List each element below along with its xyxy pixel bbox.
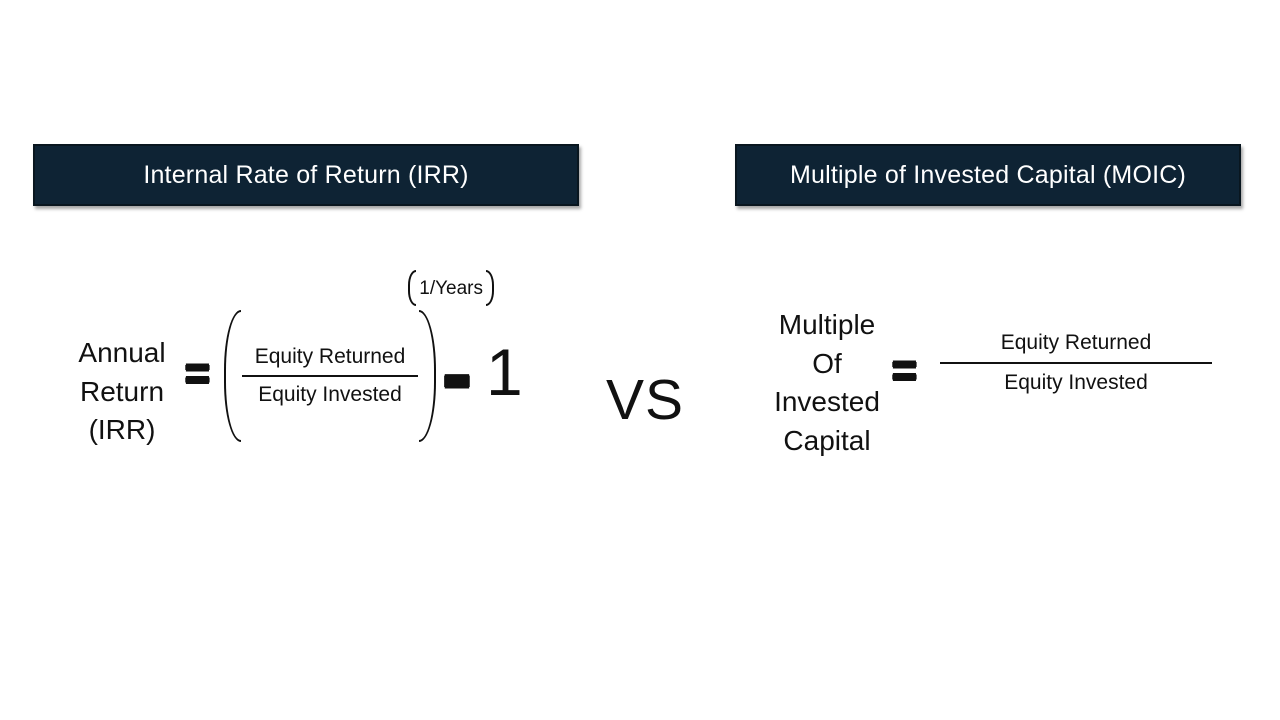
irr-equals-sign: = bbox=[184, 347, 211, 399]
irr-label-line-3: (IRR) bbox=[88, 414, 156, 445]
moic-equation-label: Multiple Of Invested Capital bbox=[766, 306, 888, 460]
irr-fraction: Equity Returned Equity Invested bbox=[241, 310, 419, 442]
moic-label-line-1: Multiple bbox=[778, 309, 876, 340]
irr-exponent: 1/Years bbox=[408, 270, 494, 306]
irr-equation-label: Annual Return (IRR) bbox=[62, 334, 182, 450]
irr-header-title: Internal Rate of Return (IRR) bbox=[143, 160, 469, 189]
close-paren-icon bbox=[419, 310, 436, 442]
irr-minus-one: 1 bbox=[486, 335, 523, 409]
irr-numerator: Equity Returned bbox=[254, 345, 406, 368]
moic-label-line-3: Invested bbox=[774, 386, 880, 417]
moic-fraction-bar bbox=[940, 362, 1212, 364]
moic-label-line-2: Of bbox=[812, 347, 842, 379]
moic-numerator: Equity Returned bbox=[1000, 331, 1152, 354]
moic-fraction: Equity Returned Equity Invested bbox=[940, 331, 1212, 395]
irr-denominator: Equity Invested bbox=[258, 383, 402, 406]
moic-header-bar: Multiple of Invested Capital (MOIC) bbox=[735, 144, 1241, 206]
irr-fraction-bar bbox=[242, 375, 418, 377]
irr-fraction-group: Equity Returned Equity Invested 1/Years bbox=[224, 270, 494, 442]
open-paren-icon bbox=[224, 310, 241, 442]
exponent-open-paren-icon bbox=[408, 270, 417, 306]
moic-label-line-4: Capital bbox=[783, 424, 871, 456]
irr-label-line-2: Return bbox=[79, 375, 165, 407]
vs-divider-text: VS bbox=[606, 368, 685, 432]
moic-header-title: Multiple of Invested Capital (MOIC) bbox=[789, 160, 1187, 189]
irr-minus-sign: - bbox=[441, 320, 473, 427]
irr-header-bar: Internal Rate of Return (IRR) bbox=[33, 144, 579, 206]
moic-equals-sign: = bbox=[891, 344, 918, 396]
exponent-close-paren-icon bbox=[486, 270, 494, 306]
irr-exponent-text: 1/Years bbox=[419, 277, 483, 299]
moic-denominator: Equity Invested bbox=[1004, 371, 1148, 394]
irr-label-line-1: Annual bbox=[78, 337, 166, 368]
